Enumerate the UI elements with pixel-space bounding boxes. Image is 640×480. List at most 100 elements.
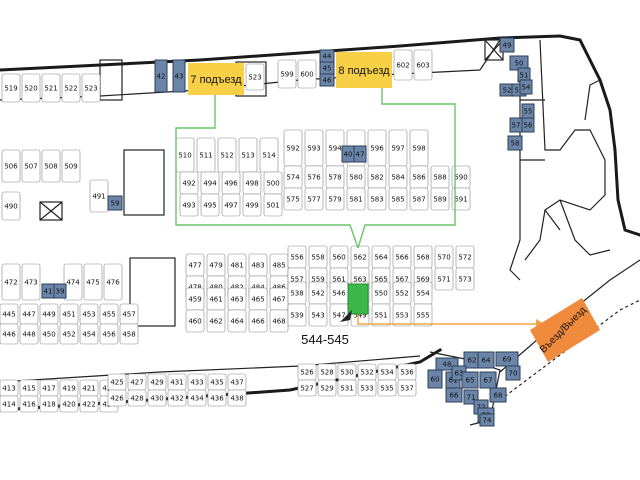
parking-spot[interactable]: 570 (434, 245, 454, 269)
storage-unit[interactable]: 46 (319, 73, 335, 87)
parking-spot[interactable]: 586 (409, 165, 429, 189)
parking-spot[interactable]: 509 (61, 149, 81, 183)
parking-spot[interactable]: 472 (1, 263, 21, 301)
parking-spot[interactable]: 556 (287, 245, 307, 269)
storage-unit[interactable]: 56 (521, 117, 535, 133)
parking-spot[interactable]: 528 (317, 363, 337, 381)
parking-spot[interactable]: 437 (227, 373, 247, 391)
storage-unit[interactable]: 68 (489, 387, 507, 403)
parking-spot[interactable]: 574 (283, 165, 303, 189)
parking-spot[interactable]: 578 (325, 165, 345, 189)
parking-spot[interactable]: 543 (308, 303, 328, 327)
parking-spot[interactable]: 491 (89, 179, 109, 213)
storage-unit[interactable]: 66 (445, 387, 463, 403)
storage-unit[interactable]: 59 (107, 195, 123, 211)
storage-unit[interactable]: 58 (507, 135, 523, 151)
storage-unit[interactable]: 67 (479, 371, 497, 389)
parking-spot[interactable]: 603 (413, 49, 433, 81)
storage-unit[interactable]: 39 (53, 283, 67, 299)
parking-spot[interactable]: 448 (19, 323, 39, 345)
parking-spot[interactable]: 573 (455, 267, 475, 291)
parking-spot[interactable]: 425 (107, 373, 127, 391)
parking-spot[interactable]: 438 (227, 389, 247, 407)
parking-spot[interactable]: 587 (409, 187, 429, 211)
parking-spot[interactable]: 421 (79, 379, 99, 397)
storage-unit[interactable]: 45 (319, 61, 335, 75)
parking-spot[interactable]: 508 (41, 149, 61, 183)
parking-spot[interactable]: 429 (147, 373, 167, 391)
parking-spot[interactable]: 571 (434, 267, 454, 291)
parking-spot[interactable]: 598 (409, 129, 429, 167)
exit-entry[interactable]: Въезд/Выезд (530, 298, 600, 362)
parking-spot[interactable]: 579 (325, 187, 345, 211)
parking-spot[interactable]: 535 (377, 379, 397, 397)
parking-spot[interactable]: 493 (179, 193, 199, 217)
parking-spot[interactable]: 552 (392, 281, 412, 305)
parking-spot[interactable]: 497 (221, 193, 241, 217)
parking-spot[interactable]: 420 (59, 395, 79, 413)
parking-spot[interactable]: 418 (39, 395, 59, 413)
storage-unit[interactable]: 55 (521, 103, 535, 119)
storage-unit[interactable]: 65 (461, 371, 479, 389)
parking-spot[interactable]: 447 (19, 303, 39, 325)
storage-unit[interactable]: 64 (477, 351, 495, 369)
parking-spot[interactable]: 564 (371, 245, 391, 269)
parking-spot[interactable]: 521 (41, 73, 61, 103)
parking-spot[interactable]: 466 (248, 309, 268, 333)
parking-spot[interactable]: 500 (263, 171, 283, 195)
parking-spot[interactable]: 523 (245, 63, 265, 91)
parking-spot[interactable]: 476 (103, 263, 123, 301)
parking-spot[interactable]: 455 (99, 303, 119, 325)
parking-spot[interactable]: 435 (207, 373, 227, 391)
parking-spot[interactable]: 460 (185, 309, 205, 333)
parking-spot[interactable]: 417 (39, 379, 59, 397)
parking-spot[interactable]: 593 (304, 129, 324, 167)
storage-unit[interactable]: 40 (341, 145, 355, 163)
parking-spot[interactable]: 498 (242, 171, 262, 195)
parking-spot[interactable]: 428 (127, 389, 147, 407)
parking-spot[interactable]: 464 (227, 309, 247, 333)
parking-spot[interactable]: 580 (346, 165, 366, 189)
parking-spot[interactable]: 575 (283, 187, 303, 211)
parking-spot[interactable]: 546 (329, 281, 349, 305)
parking-spot[interactable]: 594 (325, 129, 345, 167)
parking-spot[interactable]: 453 (79, 303, 99, 325)
parking-spot[interactable]: 566 (392, 245, 412, 269)
parking-spot[interactable]: 494 (200, 171, 220, 195)
entrance-8[interactable]: 8 подъезд (336, 52, 392, 88)
parking-spot[interactable]: 513 (238, 137, 258, 173)
parking-spot[interactable]: 523 (81, 73, 101, 103)
parking-spot[interactable]: 527 (297, 379, 317, 397)
parking-spot[interactable]: 522 (61, 73, 81, 103)
parking-spot[interactable]: 483 (248, 253, 268, 277)
storage-unit[interactable]: 54 (519, 79, 533, 95)
parking-spot[interactable]: 499 (242, 193, 262, 217)
parking-spot[interactable]: 600 (297, 59, 317, 89)
storage-unit[interactable]: 49 (499, 37, 515, 53)
parking-spot[interactable]: 422 (79, 395, 99, 413)
parking-spot[interactable]: 473 (21, 263, 41, 301)
parking-spot[interactable]: 449 (39, 303, 59, 325)
storage-unit[interactable]: 74 (479, 413, 495, 427)
parking-spot[interactable]: 467 (269, 287, 289, 311)
parking-spot[interactable]: 562 (350, 245, 370, 269)
storage-unit[interactable]: 69 (495, 351, 519, 367)
parking-spot[interactable]: 536 (397, 363, 417, 381)
parking-spot[interactable]: 542 (308, 281, 328, 305)
parking-spot[interactable]: 526 (297, 363, 317, 381)
parking-spot[interactable]: 415 (19, 379, 39, 397)
parking-spot[interactable]: 530 (337, 363, 357, 381)
parking-spot[interactable]: 457 (119, 303, 139, 325)
parking-spot[interactable]: 416 (19, 395, 39, 413)
parking-spot[interactable]: 492 (179, 171, 199, 195)
parking-spot[interactable]: 436 (207, 389, 227, 407)
parking-spot[interactable]: 495 (200, 193, 220, 217)
parking-spot[interactable]: 585 (388, 187, 408, 211)
parking-spot[interactable]: 510 (175, 137, 195, 173)
parking-spot[interactable]: 463 (227, 287, 247, 311)
storage-unit[interactable]: 60 (427, 369, 443, 389)
parking-spot[interactable]: 582 (367, 165, 387, 189)
parking-spot[interactable]: 547 (329, 303, 349, 327)
storage-unit[interactable]: 41 (41, 283, 55, 299)
parking-spot[interactable]: 577 (304, 187, 324, 211)
